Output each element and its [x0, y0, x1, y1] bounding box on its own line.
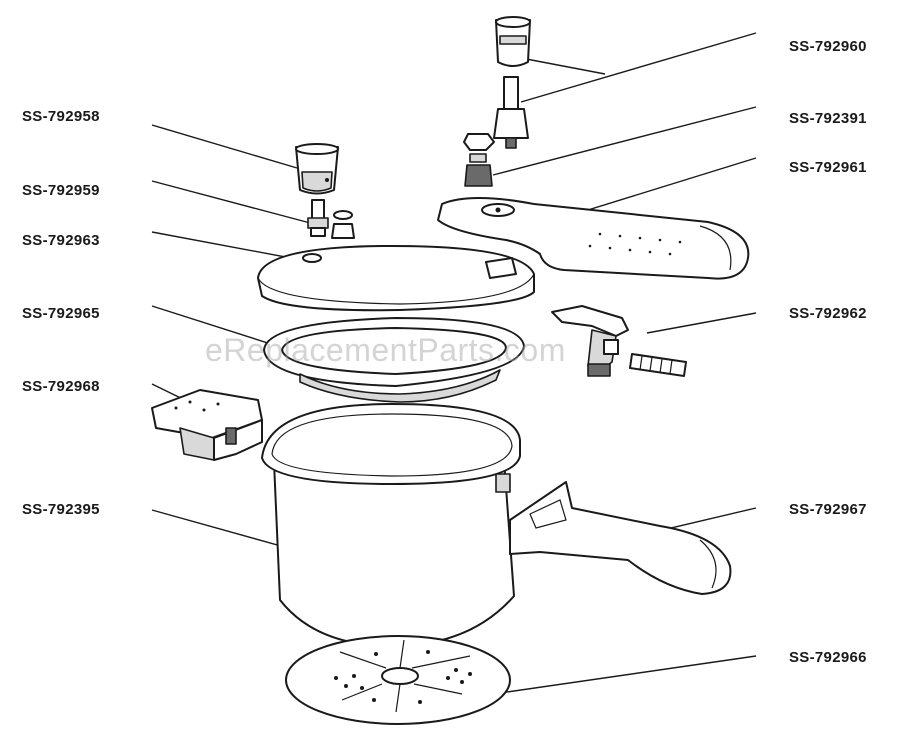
part-label-ss-792961: SS-792961 — [789, 159, 867, 176]
watermark-text: eReplacementParts.com — [205, 332, 566, 368]
lock-mechanism-part — [551, 305, 687, 377]
safety-valve-part — [307, 199, 355, 239]
long-handle-part — [509, 481, 732, 595]
trivet-plate-part — [285, 635, 511, 725]
regulator-stem-part — [493, 76, 529, 149]
leader-ss-792958 — [151, 124, 298, 169]
gasket-part — [263, 317, 525, 403]
lid-handle-part — [437, 197, 750, 280]
leader-ss-792391 — [492, 106, 757, 176]
lid-part — [257, 245, 535, 312]
part-label-ss-792965: SS-792965 — [22, 305, 100, 322]
handle-knob-part — [151, 389, 263, 461]
regulator-cap-part — [495, 16, 531, 67]
part-label-ss-792966: SS-792966 — [789, 649, 867, 666]
part-label-ss-792968: SS-792968 — [22, 378, 100, 395]
leader-ss-792960-b — [520, 32, 757, 103]
leader-ss-792962 — [646, 312, 757, 334]
part-label-ss-792958: SS-792958 — [22, 108, 100, 125]
part-label-ss-792963: SS-792963 — [22, 232, 100, 249]
part-label-ss-792962: SS-792962 — [789, 305, 867, 322]
part-label-ss-792960: SS-792960 — [789, 38, 867, 55]
part-label-ss-792391: SS-792391 — [789, 110, 867, 127]
valve-nut-part — [463, 133, 495, 187]
leader-ss-792959 — [151, 180, 315, 225]
part-label-ss-792967: SS-792967 — [789, 501, 867, 518]
leader-ss-792960-a — [520, 57, 606, 75]
part-label-ss-792959: SS-792959 — [22, 182, 100, 199]
pot-body-part — [261, 403, 521, 647]
weight-cap-part — [295, 143, 339, 195]
part-label-ss-792395: SS-792395 — [22, 501, 100, 518]
